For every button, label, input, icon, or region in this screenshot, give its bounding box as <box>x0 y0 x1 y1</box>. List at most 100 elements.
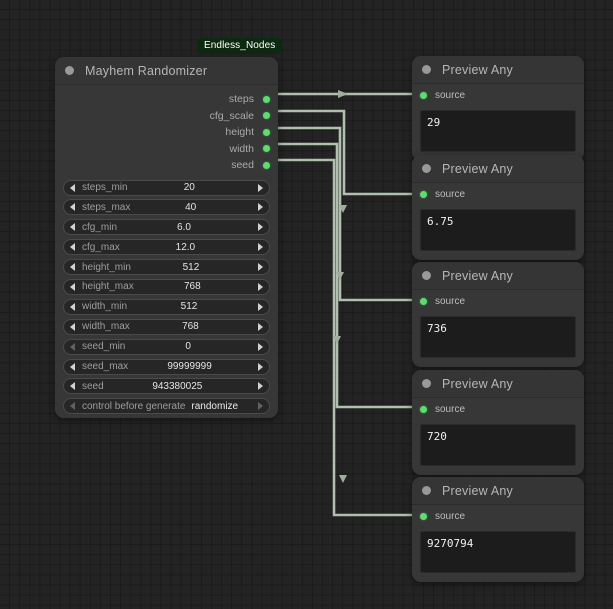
increment-arrow-icon[interactable] <box>257 223 263 232</box>
widget-value[interactable]: 943380025 <box>152 380 203 392</box>
preview-value-box: 9270794 <box>420 531 576 573</box>
previous-arrow-icon[interactable] <box>70 402 75 411</box>
preview-value-box: 6.75 <box>420 209 576 251</box>
preview-value-box: 720 <box>420 424 576 466</box>
widget-value[interactable]: 20 <box>183 182 195 193</box>
decrement-arrow-icon[interactable] <box>70 243 75 252</box>
collapse-icon[interactable] <box>422 379 431 388</box>
widget-value[interactable]: 0 <box>185 341 191 353</box>
widget-steps-min[interactable]: steps_min 20 <box>63 179 270 196</box>
next-arrow-icon[interactable] <box>257 402 263 411</box>
widget-seed-min[interactable]: seed_min 0 <box>63 338 270 355</box>
decrement-arrow-icon[interactable] <box>70 362 75 371</box>
increment-arrow-icon[interactable] <box>258 302 263 311</box>
widget-value[interactable]: randomize <box>191 400 239 412</box>
collapse-icon[interactable] <box>422 271 431 280</box>
widget-value[interactable]: 6.0 <box>177 221 191 233</box>
widget-value[interactable]: 99999999 <box>167 361 212 373</box>
node-header[interactable]: Preview Any <box>412 370 584 398</box>
input-dot-icon[interactable] <box>420 297 427 305</box>
widget-value[interactable]: 512 <box>182 261 200 273</box>
widget-cfg-max[interactable]: cfg_max 12.0 <box>63 239 270 256</box>
node-title: Preview Any <box>442 268 513 283</box>
decrement-arrow-icon[interactable] <box>70 282 75 291</box>
increment-arrow-icon[interactable] <box>257 263 263 272</box>
input-dot-icon[interactable] <box>420 512 427 520</box>
output-slot-width[interactable]: width <box>55 141 278 158</box>
decrement-arrow-icon[interactable] <box>70 183 75 192</box>
widget-seed[interactable]: seed 943380025 <box>63 378 270 395</box>
node-title: Mayhem Randomizer <box>85 63 208 78</box>
decrement-arrow-icon[interactable] <box>70 223 75 232</box>
node-header[interactable]: Preview Any <box>412 56 584 84</box>
decrement-arrow-icon[interactable] <box>70 342 75 351</box>
output-slot-cfg-scale[interactable]: cfg_scale <box>55 108 278 125</box>
node-header[interactable]: Preview Any <box>412 262 584 290</box>
widget-value[interactable]: 40 <box>185 201 197 213</box>
output-dot-icon[interactable] <box>263 145 270 153</box>
collapse-icon[interactable] <box>65 66 74 75</box>
node-header[interactable]: Preview Any <box>412 155 584 183</box>
node-header[interactable]: Mayhem Randomizer <box>55 57 278 85</box>
node-preview-any-5[interactable]: Preview Any source 9270794 <box>412 477 584 582</box>
input-dot-icon[interactable] <box>420 91 427 99</box>
collapse-icon[interactable] <box>422 164 431 173</box>
node-mayhem-randomizer[interactable]: Mayhem Randomizer steps cfg_scale height… <box>55 57 278 418</box>
node-preview-any-3[interactable]: Preview Any source 736 <box>412 262 584 367</box>
node-title: Preview Any <box>442 62 513 77</box>
widget-label: width_max <box>82 321 130 333</box>
output-slot-height[interactable]: height <box>55 124 278 141</box>
widget-value[interactable]: 768 <box>184 281 201 293</box>
input-dot-icon[interactable] <box>420 405 427 413</box>
node-preview-any-1[interactable]: Preview Any source 29 <box>412 56 584 161</box>
widget-label: cfg_max <box>82 241 120 253</box>
preview-value-box: 29 <box>420 110 576 152</box>
decrement-arrow-icon[interactable] <box>70 302 75 311</box>
widget-width-min[interactable]: width_min 512 <box>63 298 270 315</box>
input-slot-source[interactable]: source <box>412 505 584 527</box>
increment-arrow-icon[interactable] <box>257 203 263 212</box>
increment-arrow-icon[interactable] <box>257 362 263 371</box>
output-dot-icon[interactable] <box>263 95 270 103</box>
decrement-arrow-icon[interactable] <box>70 263 75 272</box>
input-slot-source[interactable]: source <box>412 398 584 420</box>
increment-arrow-icon[interactable] <box>257 243 263 252</box>
input-label: source <box>435 188 466 200</box>
collapse-icon[interactable] <box>422 65 431 74</box>
output-label: cfg_scale <box>209 109 254 122</box>
widget-control-before-generate[interactable]: control before generate randomize <box>63 398 270 415</box>
increment-arrow-icon[interactable] <box>258 382 263 391</box>
increment-arrow-icon[interactable] <box>257 342 263 351</box>
increment-arrow-icon[interactable] <box>257 183 263 192</box>
increment-arrow-icon[interactable] <box>258 322 263 331</box>
output-dot-icon[interactable] <box>263 112 270 120</box>
output-slot-seed[interactable]: seed <box>55 157 278 174</box>
node-header[interactable]: Preview Any <box>412 477 584 505</box>
output-dot-icon[interactable] <box>263 128 270 136</box>
decrement-arrow-icon[interactable] <box>70 382 75 391</box>
widget-list: steps_min 20 steps_max 40 cfg_min 6.0 cf… <box>55 174 278 415</box>
input-slot-source[interactable]: source <box>412 183 584 205</box>
node-preview-any-4[interactable]: Preview Any source 720 <box>412 370 584 475</box>
widget-seed-max[interactable]: seed_max 99999999 <box>63 358 270 375</box>
widget-label: seed_max <box>82 361 129 373</box>
widget-value[interactable]: 768 <box>182 321 199 333</box>
collapse-icon[interactable] <box>422 486 431 495</box>
widget-value[interactable]: 12.0 <box>175 241 196 253</box>
output-slot-steps[interactable]: steps <box>55 91 278 108</box>
node-preview-any-2[interactable]: Preview Any source 6.75 <box>412 155 584 260</box>
widget-cfg-min[interactable]: cfg_min 6.0 <box>63 219 270 236</box>
widget-value[interactable]: 512 <box>180 301 198 313</box>
widget-height-min[interactable]: height_min 512 <box>63 259 270 276</box>
widget-steps-max[interactable]: steps_max 40 <box>63 199 270 216</box>
input-dot-icon[interactable] <box>420 190 427 198</box>
increment-arrow-icon[interactable] <box>257 282 263 291</box>
input-slot-source[interactable]: source <box>412 290 584 312</box>
decrement-arrow-icon[interactable] <box>70 203 75 212</box>
decrement-arrow-icon[interactable] <box>70 322 75 331</box>
widget-height-max[interactable]: height_max 768 <box>63 278 270 295</box>
input-slot-source[interactable]: source <box>412 84 584 106</box>
widget-width-max[interactable]: width_max 768 <box>63 318 270 335</box>
output-dot-icon[interactable] <box>263 161 270 169</box>
